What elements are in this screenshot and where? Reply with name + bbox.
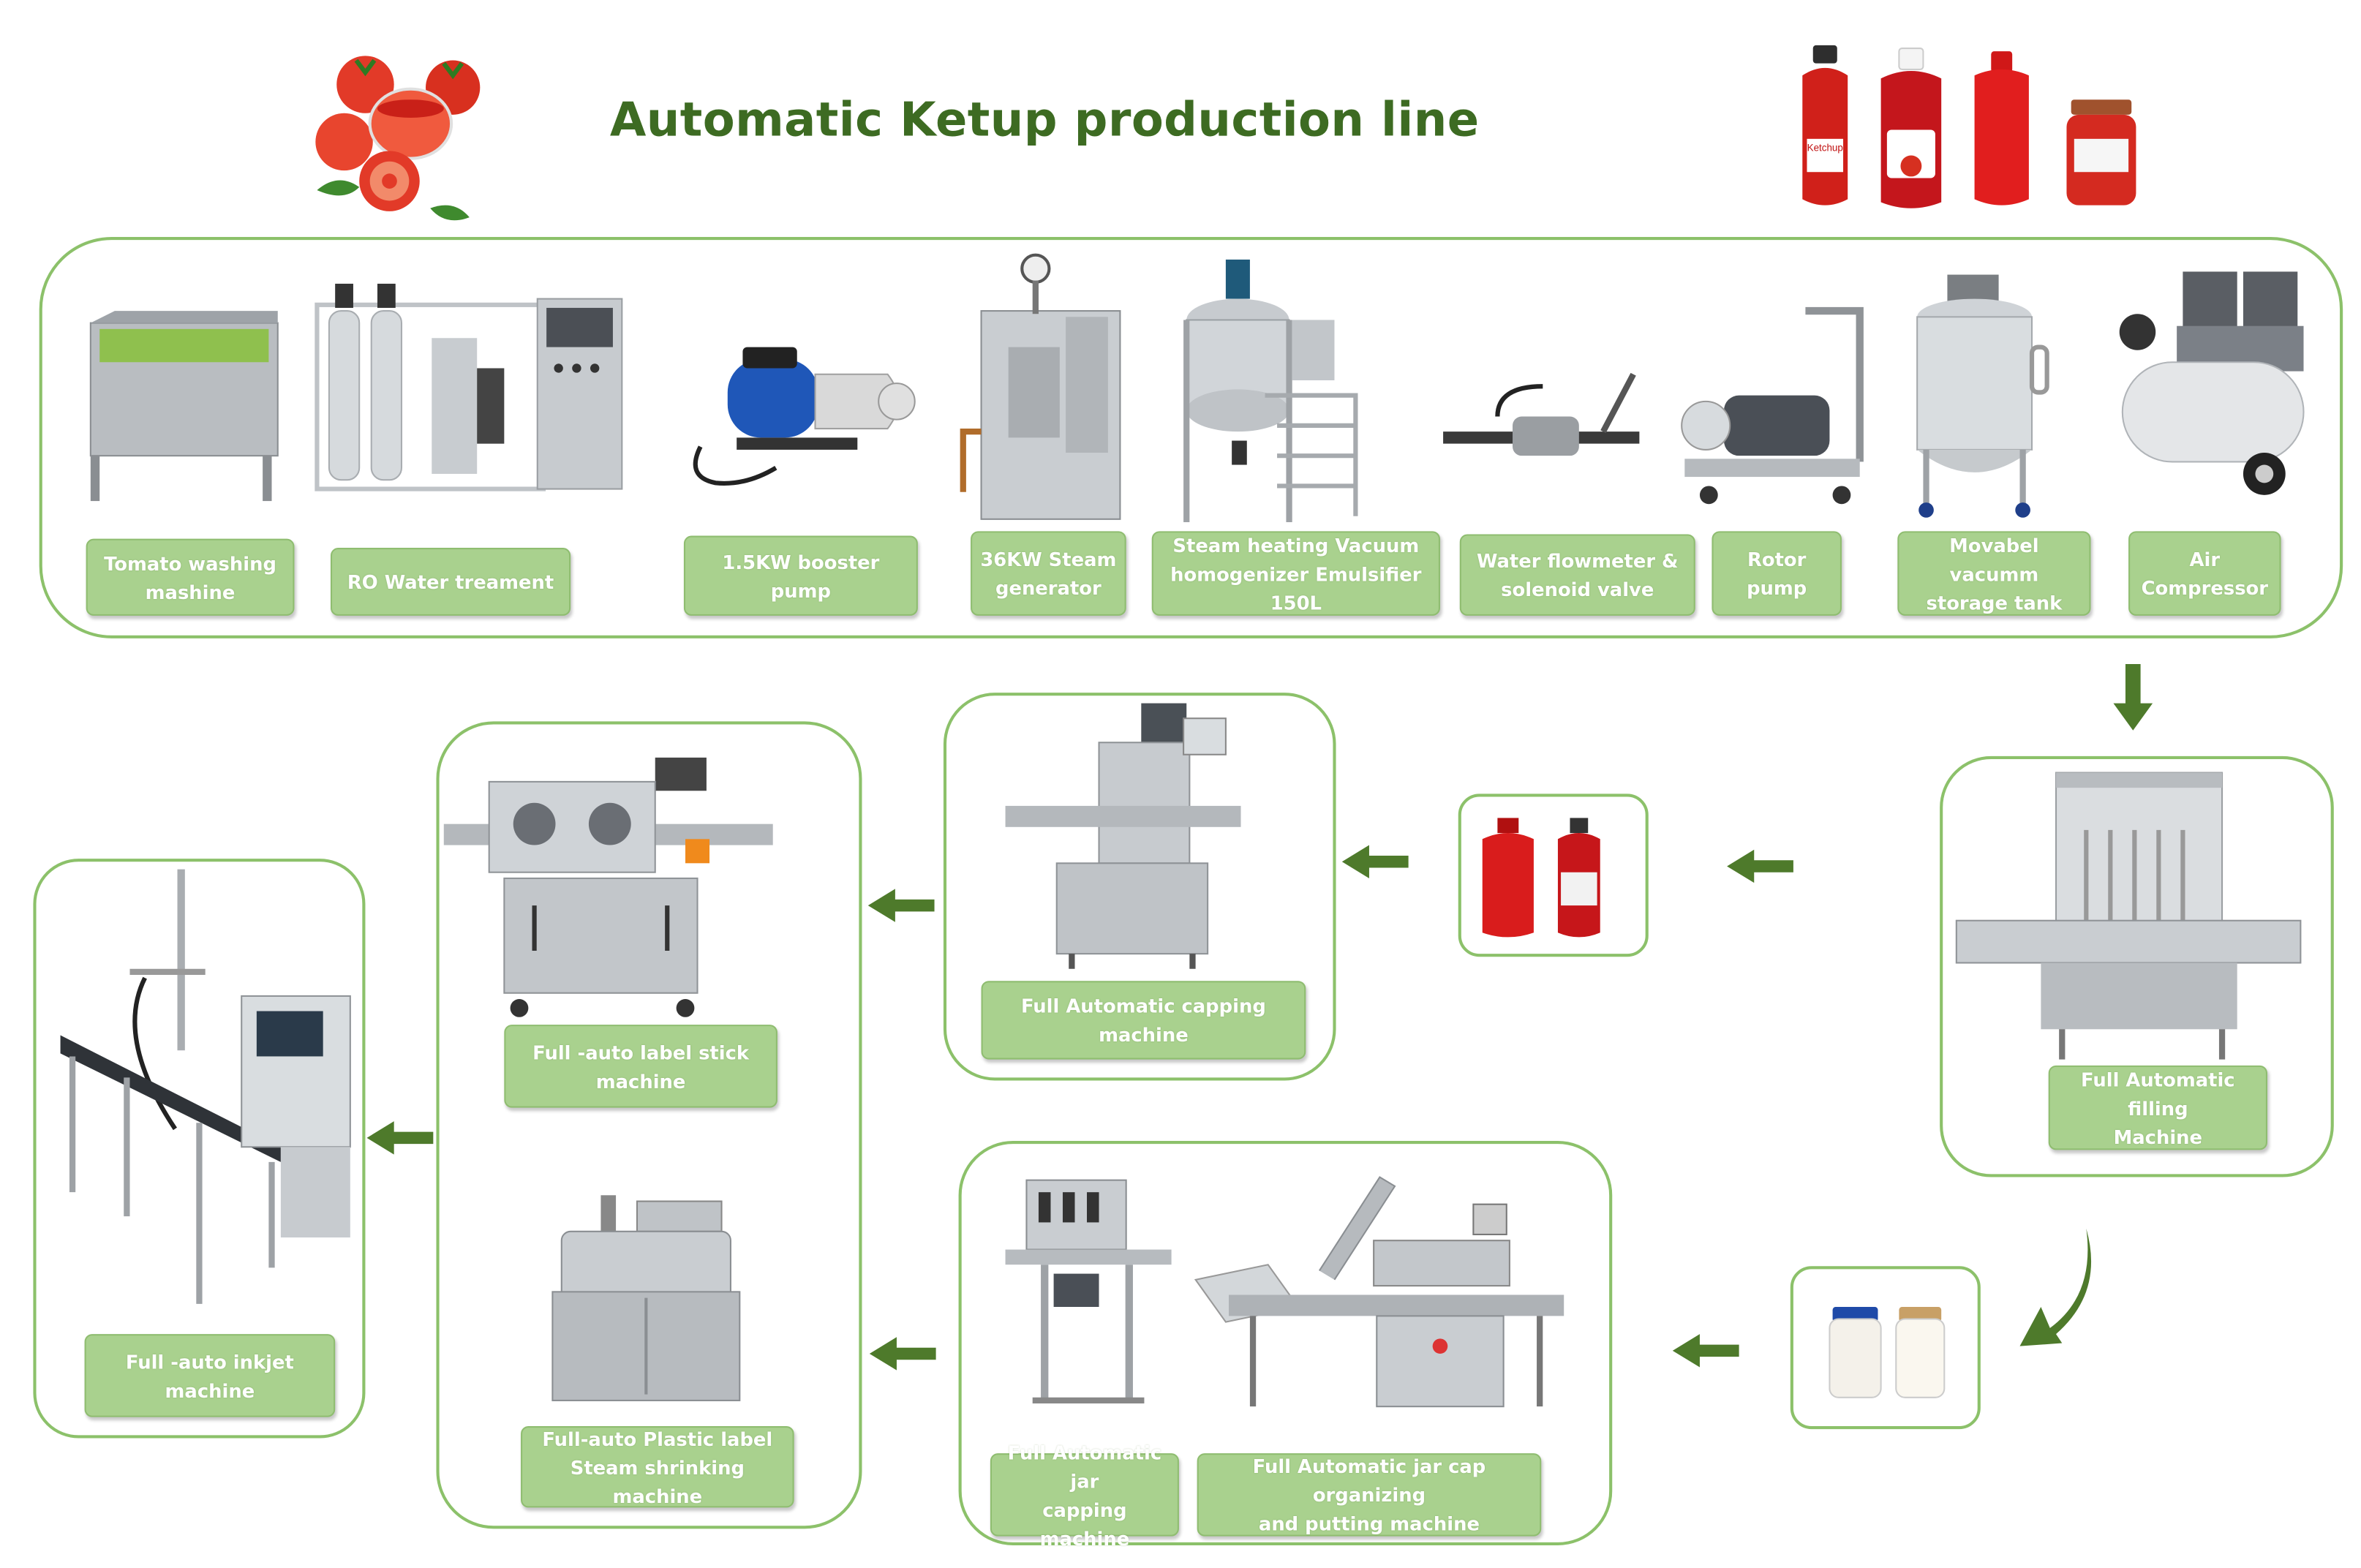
ketchup-products-image: Ketchup: [1802, 45, 2136, 208]
jars-icon: [1829, 1306, 1946, 1398]
label-steam-generator: 36KW Steam generator: [971, 531, 1126, 616]
air-compressor-icon: [2119, 271, 2305, 495]
label-shrinking-machine: Full-auto Plastic label Steam shrinking …: [521, 1426, 794, 1508]
capping-machine-icon: [1005, 703, 1241, 969]
rotor-pump-icon: [1681, 306, 1864, 505]
label-label-stick: Full -auto label stick machine: [504, 1025, 777, 1108]
label-stick-machine-icon: [443, 757, 773, 1017]
label-capping-machine: Full Automatic capping machine: [981, 981, 1306, 1060]
ketchup-bottles-icon: [1482, 818, 1600, 938]
label-filling-machine: Full Automatic filling Machine: [2048, 1065, 2267, 1150]
booster-pump-icon: [693, 347, 916, 486]
arrow-left-icon: [867, 889, 935, 922]
label-ro-water: RO Water treament: [330, 548, 571, 616]
label-vacuum-homogenizer: Steam heating Vacuum homogenizer Emulsif…: [1151, 531, 1440, 616]
label-booster-pump: 1.5KW booster pump: [683, 535, 918, 616]
steam-generator-icon: [960, 253, 1121, 520]
tomatoes-image: [315, 56, 481, 221]
shrinking-machine-icon: [551, 1195, 741, 1401]
label-tomato-washing: Tomato washing mashine: [86, 538, 295, 616]
label-rotor-pump: Rotor pump: [1712, 531, 1842, 616]
label-flowmeter-valve: Water flowmeter & solenoid valve: [1459, 534, 1695, 616]
vacuum-homogenizer-icon: [1183, 259, 1358, 522]
label-inkjet-machine: Full -auto inkjet machine: [84, 1334, 336, 1417]
jar-capping-machine-icon: [1005, 1179, 1172, 1404]
washing-tank-icon: [89, 311, 279, 502]
label-jar-capping: Full Automatic jar capping machine: [990, 1441, 1179, 1549]
inkjet-machine-icon: [60, 869, 351, 1304]
arrow-left-icon: [1672, 1334, 1739, 1368]
page-title: Automatic Ketup production line: [609, 93, 1480, 148]
label-air-compressor: Air Compressor: [2128, 531, 2281, 616]
label-jar-cap-organizing: Full Automatic jar cap organizing and pu…: [1197, 1453, 1542, 1537]
ketchup-bottle-text: Ketchup: [1807, 142, 1843, 153]
storage-tank-icon: [1916, 274, 2049, 518]
arrow-down-icon: [2113, 663, 2153, 731]
arrow-curved-down-left-icon: [2019, 1228, 2092, 1346]
label-storage-tank: Movabel vacumm storage tank: [1897, 531, 2091, 616]
arrow-left-icon: [1341, 845, 1409, 878]
arrow-left-icon: [869, 1337, 936, 1371]
filling-machine-icon: [1955, 772, 2302, 1060]
jar-cap-organizing-machine-icon: [1194, 1176, 1564, 1408]
ro-water-system-icon: [315, 283, 623, 491]
flowmeter-valve-icon: [1443, 372, 1640, 456]
jars-frame: [1790, 1266, 1981, 1430]
arrow-left-icon: [366, 1121, 434, 1155]
arrow-left-icon: [1727, 849, 1793, 883]
